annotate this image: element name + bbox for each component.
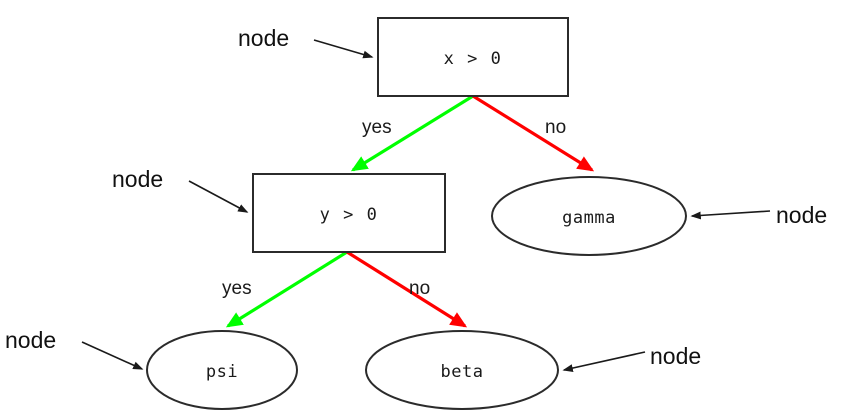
callout-beta-arrow: [562, 351, 646, 372]
leaf-node-beta[interactable]: beta: [365, 330, 559, 410]
edge-label-second-yes: yes: [222, 278, 252, 299]
callout-root-label: node: [238, 25, 289, 51]
decision-node-second-box[interactable]: [252, 173, 446, 253]
decision-node-root[interactable]: x > 0: [377, 17, 569, 97]
edge-second-to-psi-yes: [225, 250, 348, 328]
callout-beta-label: node: [650, 343, 701, 369]
callout-second-label: node: [112, 166, 163, 192]
callout-gamma-label: node: [776, 202, 827, 228]
decision-node-root-label: x > 0: [444, 49, 503, 69]
decision-node-second[interactable]: y > 0: [252, 173, 446, 253]
callout-second-arrow: [188, 180, 249, 213]
decision-node-root-box[interactable]: [377, 17, 569, 97]
edge-labels-group: yes no yes no: [222, 117, 566, 299]
leaf-node-gamma-ellipse[interactable]: [491, 176, 687, 256]
callout-gamma-arrow: [690, 210, 771, 220]
edge-label-second-no: no: [409, 278, 430, 299]
callout-psi-arrow: [81, 341, 144, 370]
edge-label-root-no: no: [545, 117, 566, 138]
leaf-node-psi-label: psi: [206, 362, 238, 382]
callout-root-arrow: [313, 39, 374, 59]
callout-psi: node: [5, 327, 144, 370]
leaf-node-psi-ellipse[interactable]: [146, 330, 298, 410]
leaf-node-beta-label: beta: [441, 362, 484, 382]
edges-group: [225, 94, 595, 328]
callout-second: node: [112, 166, 249, 213]
callout-gamma: node: [690, 202, 827, 228]
callout-root: node: [238, 25, 374, 59]
leaf-node-gamma[interactable]: gamma: [491, 176, 687, 256]
edge-root-to-second-yes: [350, 94, 474, 172]
leaf-node-psi[interactable]: psi: [146, 330, 298, 410]
edge-root-to-gamma-no: [472, 94, 595, 172]
callout-psi-label: node: [5, 327, 56, 353]
leaf-node-gamma-label: gamma: [562, 208, 616, 228]
edge-label-root-yes: yes: [362, 117, 392, 138]
callout-beta: node: [562, 343, 701, 372]
leaf-node-beta-ellipse[interactable]: [365, 330, 559, 410]
edge-second-to-beta-no: [346, 250, 468, 328]
decision-node-second-label: y > 0: [320, 205, 379, 225]
